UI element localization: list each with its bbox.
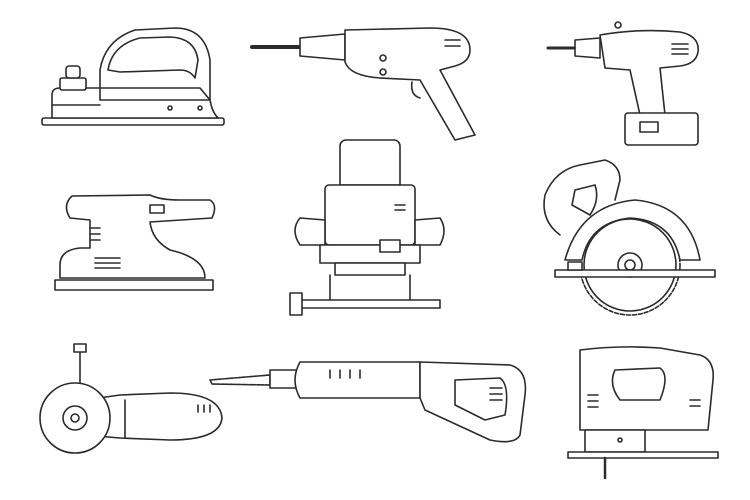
circular-saw-icon [543,159,716,316]
hammer-drill-icon [250,27,476,141]
jigsaw-icon [567,346,719,480]
orbital-sander-icon [54,194,216,291]
plunge-router-icon [289,139,445,316]
cordless-drill-icon [546,21,699,146]
electric-planer-icon [41,27,225,126]
angle-grinder-icon [39,343,223,454]
reciprocating-saw-icon [209,361,527,443]
